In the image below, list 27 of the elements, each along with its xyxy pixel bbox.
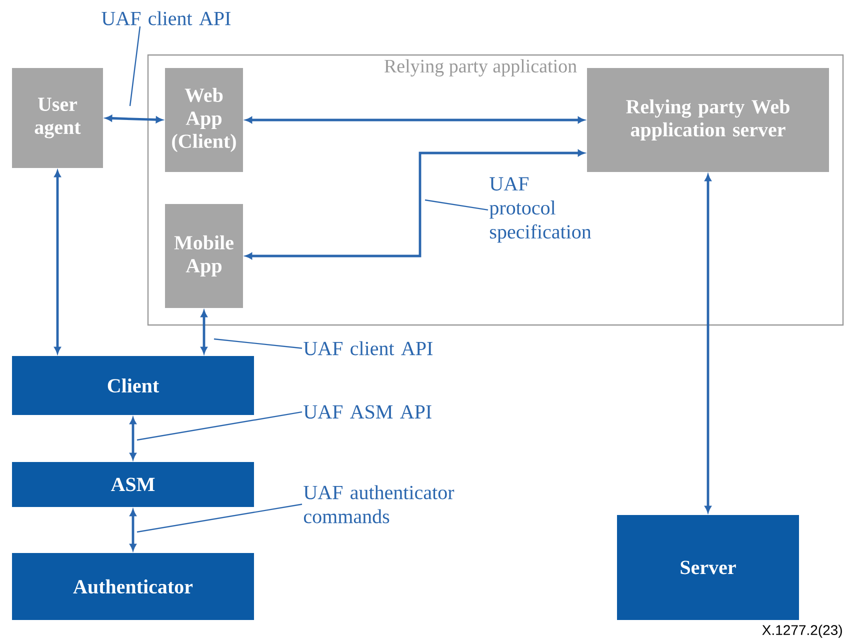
leader-line xyxy=(214,338,302,349)
figure-number: X.1277.2(23) xyxy=(762,624,842,638)
interface-label: UAF authenticator commands xyxy=(304,485,454,524)
arrow xyxy=(245,116,585,124)
arrow xyxy=(130,417,136,460)
interface-label: UAF client API xyxy=(304,341,432,356)
interface-label: UAF ASM API xyxy=(304,405,432,419)
arrow xyxy=(704,174,712,513)
component-box: Server xyxy=(617,515,799,620)
app-box: Mobile App xyxy=(165,204,243,308)
interface-label: UAF protocol specification xyxy=(490,177,592,243)
leader-line xyxy=(136,411,302,441)
app-box: Web App (Client) xyxy=(165,68,243,172)
leader-line xyxy=(129,26,141,106)
arrow xyxy=(200,310,208,354)
arrow xyxy=(105,115,163,123)
app-box: Relying party Web application server xyxy=(587,68,829,172)
arrow xyxy=(54,170,61,354)
component-box: ASM xyxy=(12,462,254,507)
arrow xyxy=(130,509,136,551)
leader-line xyxy=(424,199,488,211)
component-box: Authenticator xyxy=(12,553,254,620)
leader-line xyxy=(136,504,302,533)
app-box: User agent xyxy=(12,68,103,168)
arrow xyxy=(245,150,585,260)
interface-label: UAF client API xyxy=(102,11,230,26)
component-box: Client xyxy=(12,356,254,415)
